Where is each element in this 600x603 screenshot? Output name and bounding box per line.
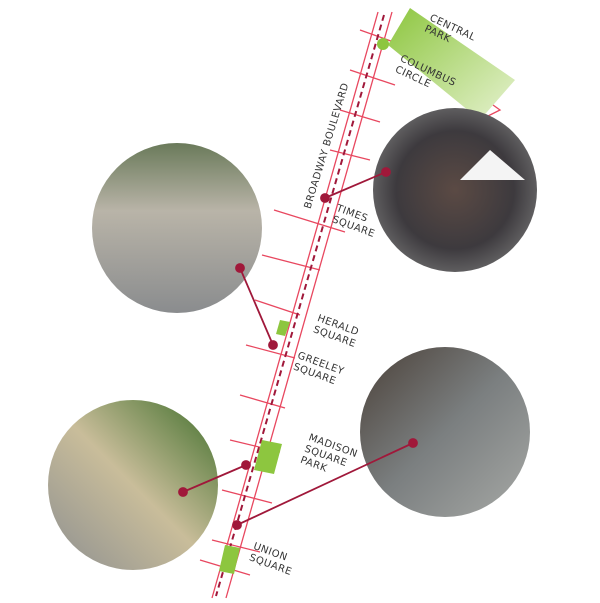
photo-madison-square xyxy=(48,400,218,570)
herald-square-park xyxy=(276,320,290,336)
columbus-circle-marker xyxy=(377,38,389,50)
connectors xyxy=(178,167,418,530)
central-park-shape xyxy=(388,8,515,120)
photo-times-square xyxy=(373,108,537,272)
photo-broadway-street xyxy=(360,347,530,517)
union-square-park-shape xyxy=(219,545,240,574)
photo-herald-square xyxy=(92,143,262,313)
photo-tent xyxy=(460,150,525,180)
madison-square-park-shape xyxy=(254,440,282,474)
broadway-route xyxy=(215,14,385,597)
